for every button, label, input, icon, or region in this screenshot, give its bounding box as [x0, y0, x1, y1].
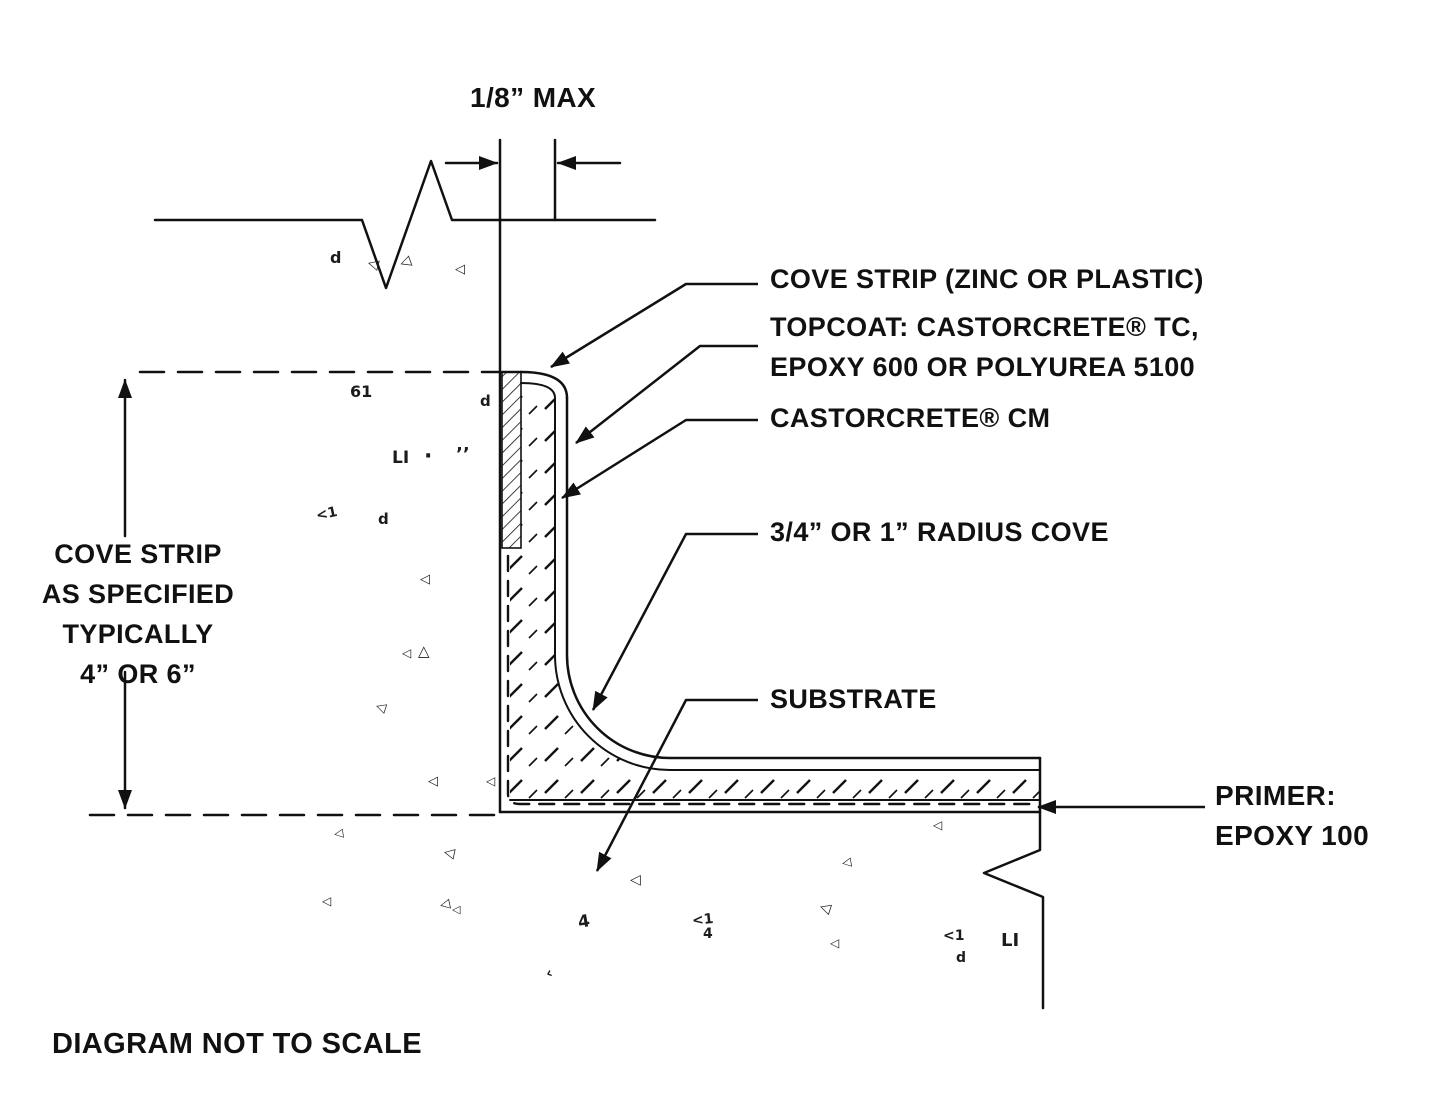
texture-mark: ◁ — [455, 262, 465, 277]
texture-mark: ◁ — [933, 818, 943, 832]
topcoat-cap-outer — [519, 370, 569, 400]
primer-dashed-line — [506, 554, 1034, 806]
castorcrete-cm-body — [510, 383, 1040, 800]
texture-mark: ◁ — [333, 825, 345, 841]
texture-mark: ◁ — [402, 646, 412, 660]
texture-mark: LI — [1001, 930, 1020, 951]
leader-lines — [550, 282, 1205, 872]
dimension-label-top: 1/8” MAX — [470, 82, 597, 113]
texture-mark: 4 — [703, 926, 713, 942]
leader-cove-strip — [550, 282, 758, 369]
callout-primer-line-2: EPOXY 100 — [1215, 820, 1370, 851]
leader-radius-cove — [591, 532, 758, 711]
callout-topcoat-line-1: TOPCOAT: CASTORCRETE® TC, — [770, 312, 1199, 342]
texture-mark: LI — [392, 448, 410, 468]
texture-mark: ◁ — [486, 774, 496, 788]
callout-topcoat-line-2: EPOXY 600 OR POLYUREA 5100 — [770, 352, 1196, 382]
leader-topcoat — [575, 344, 758, 444]
left-dimension-line-4: 4” OR 6” — [80, 659, 196, 689]
texture-mark: d — [330, 248, 342, 267]
top-break-line — [153, 159, 657, 290]
topcoat-inner-line — [520, 382, 1041, 771]
callout-primer-line-1: PRIMER: — [1215, 780, 1337, 811]
leader-substrate — [595, 698, 758, 872]
texture-mark: ◁ — [322, 894, 332, 908]
texture-mark: 61 — [350, 382, 373, 401]
texture-mark: ◁ — [428, 774, 438, 789]
cove-strip-body — [501, 371, 522, 549]
texture-mark: ◁ — [630, 872, 641, 888]
left-dimension-line-1: COVE STRIP — [54, 539, 222, 569]
left-dimension-line-3: TYPICALLY — [62, 619, 214, 649]
left-dimension-line-2: AS SPECIFIED — [41, 579, 235, 609]
texture-mark: ’’ — [456, 444, 470, 465]
texture-mark: d — [480, 392, 491, 410]
texture-mark: ◁ — [420, 572, 430, 587]
callout-substrate: SUBSTRATE — [770, 684, 937, 714]
callout-cove-strip: COVE STRIP (ZINC OR PLASTIC) — [770, 264, 1204, 294]
left-dimension-label: COVE STRIP AS SPECIFIED TYPICALLY 4” OR … — [18, 534, 258, 694]
texture-mark: ◁ — [452, 903, 461, 916]
leader-castorcrete-cm — [561, 418, 758, 500]
topcoat-outer-surface — [565, 396, 1042, 760]
texture-mark: ◁ — [830, 936, 840, 950]
material-fills — [501, 371, 1040, 800]
texture-mark: <1 — [943, 928, 965, 944]
right-break-line — [982, 756, 1045, 1010]
footer-note: DIAGRAM NOT TO SCALE — [52, 1028, 422, 1060]
callout-radius-cove: 3/4” OR 1” RADIUS COVE — [770, 517, 1109, 547]
texture-mark: d — [378, 510, 389, 528]
callout-castorcrete-cm: CASTORCRETE® CM — [770, 403, 1051, 433]
texture-mark: d — [956, 950, 967, 966]
texture-mark: △ — [418, 642, 430, 660]
texture-mark: · — [424, 444, 433, 469]
